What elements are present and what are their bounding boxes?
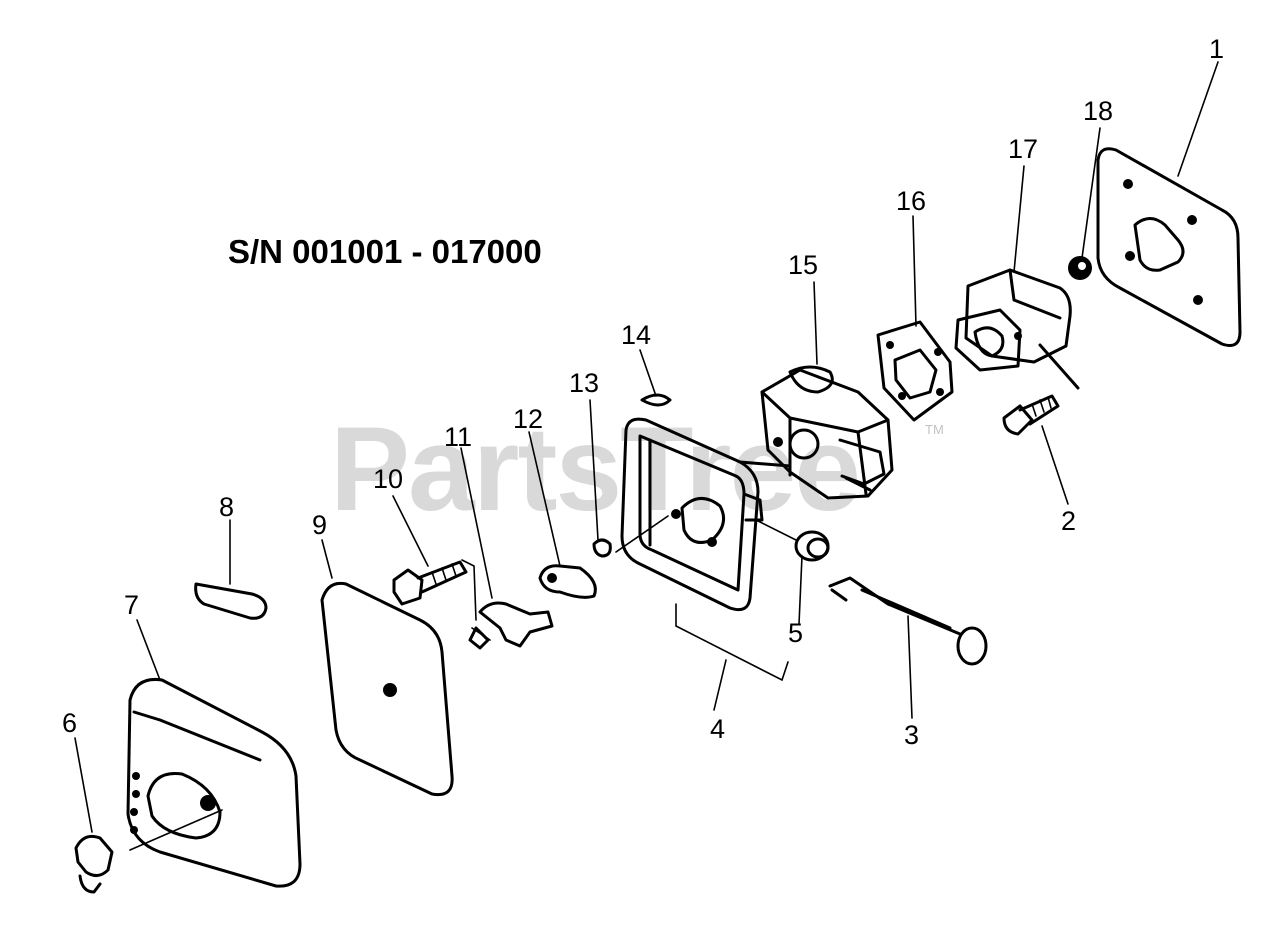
callout-17: 17: [1008, 134, 1039, 164]
callout-4: 4: [710, 714, 726, 744]
callout-11: 11: [444, 422, 473, 452]
part-6-knob: [74, 834, 114, 894]
part-7-air-cleaner-cover: [126, 677, 302, 888]
part-9-air-filter: [320, 581, 454, 797]
callout-15: 15: [788, 250, 819, 280]
watermark: PartsTree: [330, 402, 861, 536]
part-2-screw: [1002, 394, 1060, 436]
callout-14: 14: [621, 320, 652, 350]
part-5-grommet: [794, 530, 830, 562]
part-3-choke-rod: [828, 576, 988, 666]
callout-8: 8: [219, 492, 235, 522]
callout-18: 18: [1083, 96, 1114, 126]
part-12-choke-lever: [538, 564, 597, 599]
watermark-trademark: TM: [925, 422, 944, 437]
serial-number-range: S/N 001001 - 017000: [228, 233, 542, 270]
callout-6: 6: [62, 708, 78, 738]
part-18-nut: [1068, 256, 1092, 280]
callout-1: 1: [1209, 34, 1225, 64]
callout-2: 2: [1061, 506, 1077, 536]
part-4-air-cleaner-base: [620, 417, 797, 612]
callout-9: 9: [312, 510, 328, 540]
callout-10: 10: [373, 464, 404, 494]
callout-13: 13: [569, 368, 600, 398]
part-15-engine-block: [760, 365, 894, 500]
callout-16: 16: [896, 186, 927, 216]
part-11-choke-shaft: [468, 601, 554, 650]
part-1-gasket: [1096, 147, 1242, 347]
callout-12: 12: [513, 404, 544, 434]
part-13-nut: [592, 538, 612, 558]
leader-lines: [74, 61, 1219, 851]
callout-7: 7: [124, 590, 140, 620]
callout-3: 3: [904, 720, 920, 750]
callout-5: 5: [788, 618, 804, 648]
part-16-gasket: [876, 320, 954, 422]
part-17-carburetor-body: [954, 268, 1080, 390]
part-10-bolt: [392, 559, 477, 621]
part-8-filter-element: [194, 582, 268, 620]
part-14-small-washer: [640, 393, 672, 407]
